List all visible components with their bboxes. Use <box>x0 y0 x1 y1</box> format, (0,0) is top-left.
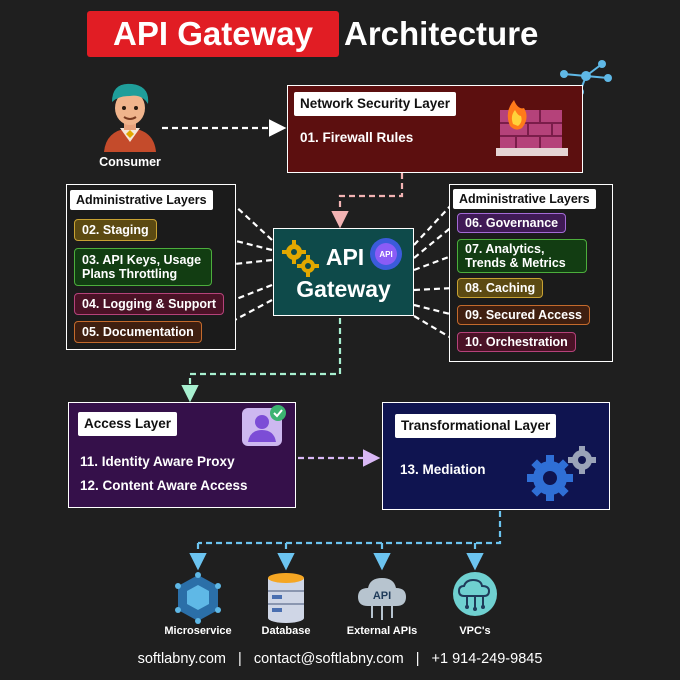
identity-user-check-icon <box>242 405 286 446</box>
admin-item-secured-access: 09. Secured Access <box>457 305 590 325</box>
firewall-icon <box>496 100 568 156</box>
consumer-avatar-icon <box>104 83 156 152</box>
admin-item-documentation: 05. Documentation <box>74 321 202 343</box>
microservice-icon <box>175 572 221 624</box>
vpc-cloud-icon <box>453 572 497 616</box>
admin-right-title: Administrative Layers <box>453 189 596 209</box>
footer-email[interactable]: contact@softlabny.com <box>253 651 404 667</box>
title-rest: Architecture <box>344 15 539 52</box>
arrow-gw-admin-left-1 <box>231 202 273 241</box>
title-highlight: API Gateway <box>87 11 339 57</box>
footer-sep-2: | <box>415 651 420 667</box>
consumer-label: Consumer <box>99 155 161 169</box>
access-item-content: 12. Content Aware Access <box>80 478 248 493</box>
admin-left-title: Administrative Layers <box>70 190 213 210</box>
transform-layer-title: Transformational Layer <box>395 414 557 438</box>
network-layer-title: Network Security Layer <box>294 92 457 116</box>
footer-sep-1: | <box>238 651 242 667</box>
footer-phone[interactable]: +1 914-249-9845 <box>431 651 543 667</box>
arrow-gateway-access <box>181 318 342 403</box>
admin-item-analytics: 07. Analytics, Trends & Metrics <box>457 239 587 273</box>
transform-item-mediation: 13. Mediation <box>400 462 486 477</box>
microservice-label: Microservice <box>164 625 232 637</box>
mediation-gears-icon <box>527 446 596 501</box>
gateway-gears-icon <box>282 240 319 277</box>
admin-item-caching: 08. Caching <box>457 278 544 298</box>
arrow-gw-admin-right-1 <box>413 201 455 246</box>
admin-item-analytics-line2: Trends & Metrics <box>465 256 566 270</box>
arrow-network-gateway <box>331 173 404 229</box>
admin-item-analytics-line1: 07. Analytics, <box>465 242 545 256</box>
admin-item-api-keys: 03. API Keys, Usage Plans Throttling <box>74 248 212 286</box>
vpc-label: VPC's <box>459 625 491 637</box>
gateway-line2: Gateway <box>296 276 391 302</box>
footer-website[interactable]: softlabny.com <box>137 651 226 667</box>
footer: softlabny.com | contact@softlabny.com | … <box>0 651 680 667</box>
admin-item-orchestration: 10. Orchestration <box>457 332 576 352</box>
database-icon <box>268 573 304 623</box>
gateway-api-badge-icon: API <box>370 238 402 270</box>
external-api-cloud-icon: API <box>358 578 406 620</box>
gateway-badge-text: API <box>379 250 392 259</box>
access-item-identity: 11. Identity Aware Proxy <box>80 454 235 469</box>
admin-item-logging: 04. Logging & Support <box>74 293 225 315</box>
firewall-rules-item: 01. Firewall Rules <box>300 130 414 145</box>
external-apis-label: External APIs <box>346 625 418 637</box>
admin-item-api-keys-line2: Plans Throttling <box>82 267 178 281</box>
database-label: Database <box>261 625 311 637</box>
arrow-transform-bus <box>198 511 502 545</box>
admin-item-api-keys-line1: 03. API Keys, Usage <box>82 253 202 267</box>
access-layer-title: Access Layer <box>78 412 178 436</box>
admin-item-governance: 06. Governance <box>457 213 567 233</box>
admin-item-staging: 02. Staging <box>74 219 157 241</box>
gateway-line1: API <box>325 244 365 270</box>
external-api-badge: API <box>373 590 391 602</box>
